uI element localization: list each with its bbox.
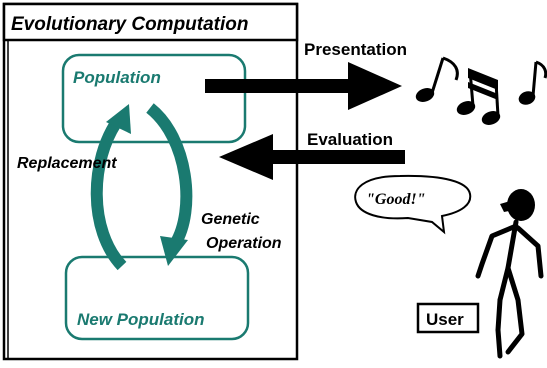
music-notes-icon: [415, 56, 547, 125]
system-title: Evolutionary Computation: [11, 14, 249, 35]
genetic-operation-label-line2: Operation: [206, 235, 282, 252]
population-label: Population: [73, 68, 161, 87]
evaluation-arrow: [219, 134, 405, 180]
speech-text: "Good!": [366, 191, 426, 208]
new-population-label: New Population: [77, 310, 205, 329]
genetic-operation-arrow: [146, 103, 193, 266]
speech-bubble-icon: "Good!": [354, 174, 472, 235]
replacement-arrow: [90, 104, 131, 271]
user-figure-icon: [475, 189, 544, 359]
user-label: User: [426, 310, 464, 329]
evaluation-label: Evaluation: [307, 130, 393, 149]
replacement-label: Replacement: [17, 155, 117, 172]
population-box: Population: [61, 53, 247, 144]
new-population-box: New Population: [64, 255, 250, 341]
presentation-arrow: [205, 62, 402, 110]
genetic-operation-label-line1: Genetic: [201, 211, 260, 228]
presentation-label: Presentation: [304, 40, 407, 59]
user-label-box: User: [416, 302, 480, 334]
